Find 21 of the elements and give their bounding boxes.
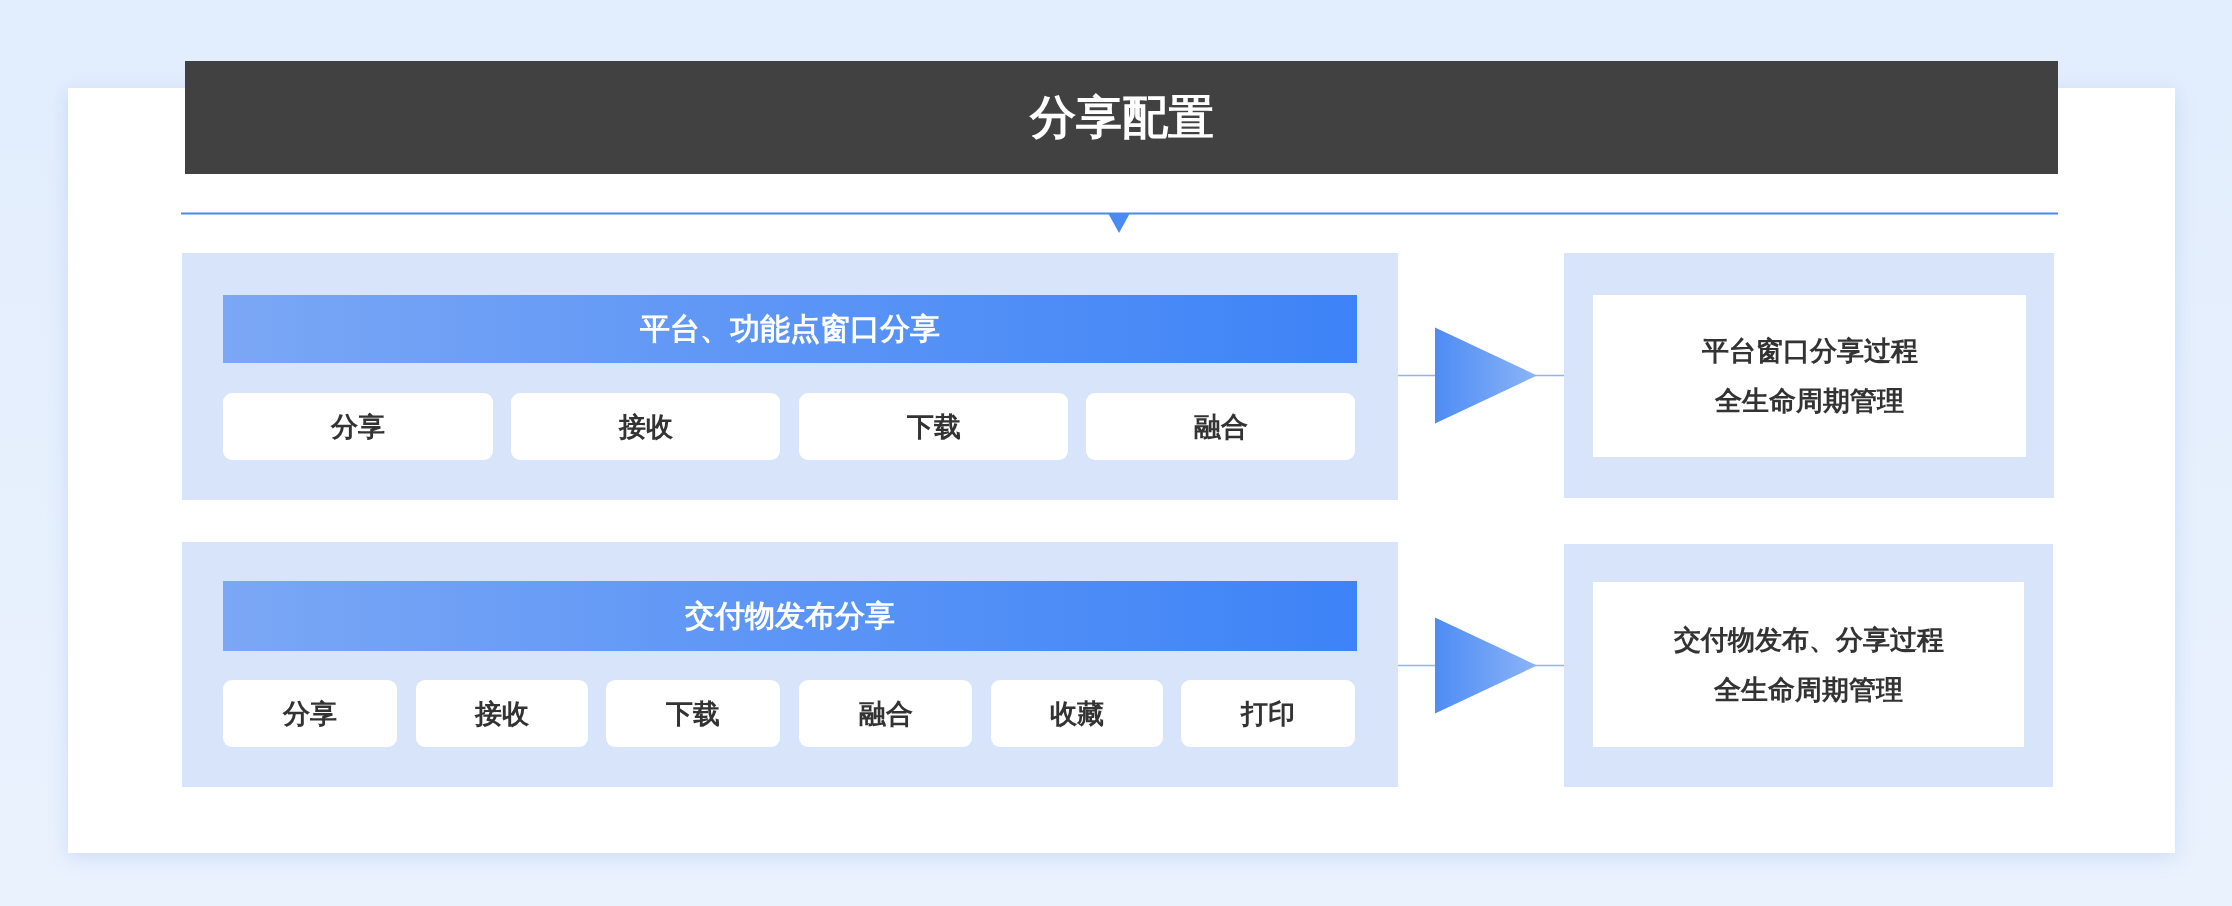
function-button: 收藏 <box>991 680 1163 747</box>
function-button: 下载 <box>606 680 780 747</box>
arrow <box>1397 327 1565 424</box>
function-button: 下载 <box>799 393 1068 460</box>
result-box: 交付物发布、分享过程全生命周期管理 <box>1593 582 2024 747</box>
content-panel <box>182 542 1398 787</box>
heading-band: 交付物发布分享 <box>223 581 1357 651</box>
result-box: 平台窗口分享过程全生命周期管理 <box>1593 295 2026 457</box>
function-button: 接收 <box>511 393 780 460</box>
result-panel <box>1564 544 2053 787</box>
function-button: 融合 <box>1086 393 1355 460</box>
title-bar: 分享配置 <box>185 61 2058 174</box>
heading-band: 平台、功能点窗口分享 <box>223 295 1357 363</box>
arrow <box>1397 617 1565 714</box>
result-panel <box>1564 253 2054 498</box>
function-button: 分享 <box>223 680 397 747</box>
function-button: 分享 <box>223 393 493 460</box>
function-button: 接收 <box>416 680 588 747</box>
function-button: 打印 <box>1181 680 1355 747</box>
function-button: 融合 <box>799 680 972 747</box>
content-panel <box>182 253 1398 500</box>
